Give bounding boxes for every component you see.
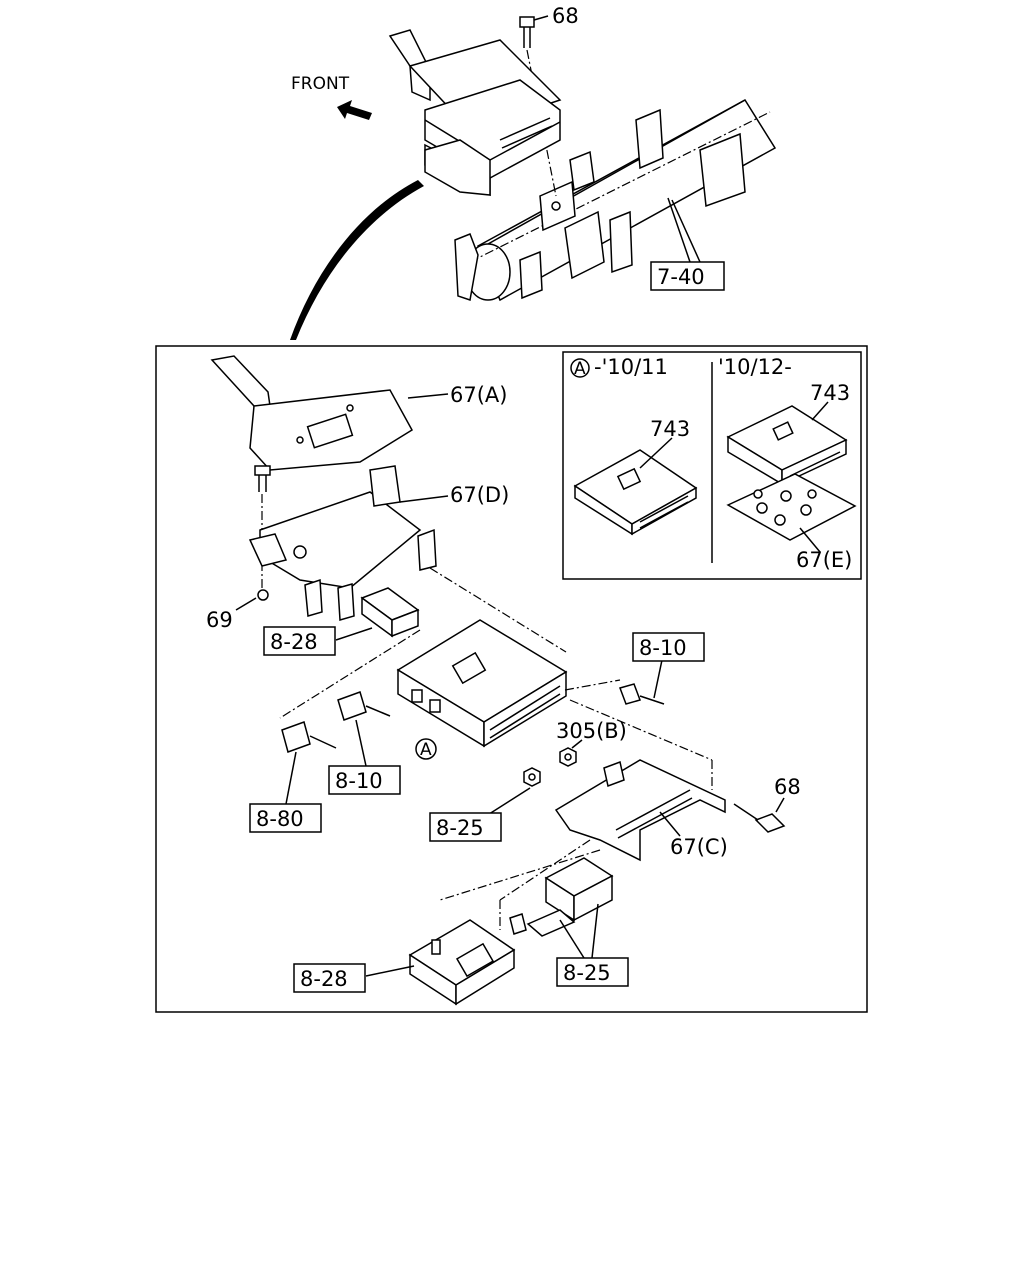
- callout-67c: 67(C): [670, 835, 728, 859]
- inset-right-part: 743: [810, 381, 850, 405]
- module-8-28-upper: [360, 587, 420, 638]
- main-ecu: [396, 619, 568, 748]
- ref-8-10-right[interactable]: 8-10: [639, 636, 687, 660]
- relays-8-25-lower: [509, 857, 614, 937]
- inset-bracket-e: [726, 473, 857, 541]
- overview-assembly: FRONT 68: [290, 4, 777, 340]
- connector-8-80: [281, 721, 337, 753]
- inset-right-bracket: 67(E): [796, 548, 852, 572]
- inset-ecu-right: [726, 405, 848, 486]
- ref-8-28-lower[interactable]: 8-28: [300, 967, 348, 991]
- callout-305b: 305(B): [556, 719, 627, 743]
- ref-8-25-lower[interactable]: 8-25: [563, 961, 611, 985]
- callout-68-right: 68: [774, 775, 801, 799]
- bracket-67a: [210, 355, 414, 471]
- detail-curve-arrow: [290, 180, 424, 340]
- inset-ecu-left: [573, 449, 698, 536]
- module-8-28-lower: [408, 919, 516, 1006]
- inset-marker-a: A: [574, 359, 586, 379]
- callout-69: 69: [206, 608, 233, 632]
- nut-8-25: [523, 767, 541, 787]
- inset-right-period: '10/12-: [718, 355, 792, 379]
- callout-a-marker: A: [420, 740, 432, 760]
- callout-68-top: 68: [552, 4, 579, 28]
- bolt-68-right: [733, 803, 786, 833]
- callout-67d: 67(D): [450, 483, 509, 507]
- nut-305b: [559, 747, 577, 767]
- connector-8-10-right: [619, 683, 665, 705]
- ref-8-25-center[interactable]: 8-25: [436, 816, 484, 840]
- bracket-67d: [248, 465, 437, 621]
- inset-left-period: -'10/11: [594, 355, 668, 379]
- ref-7-40[interactable]: 7-40: [657, 265, 705, 289]
- cross-member: [454, 99, 777, 302]
- ref-8-10-left[interactable]: 8-10: [335, 769, 383, 793]
- front-arrow-icon: [337, 100, 372, 120]
- inset-left-part: 743: [650, 417, 690, 441]
- ref-8-80[interactable]: 8-80: [256, 807, 304, 831]
- callout-67a: 67(A): [450, 383, 507, 407]
- ref-8-28-upper[interactable]: 8-28: [270, 630, 318, 654]
- inset-box: A -'10/11 '10/12- 743 743: [562, 351, 862, 580]
- overview-ecu-assembly: [388, 29, 562, 197]
- front-label: FRONT: [291, 74, 350, 94]
- bracket-67c: [554, 759, 726, 862]
- detail-frame: [155, 345, 868, 1013]
- connector-8-10-left: [337, 691, 391, 721]
